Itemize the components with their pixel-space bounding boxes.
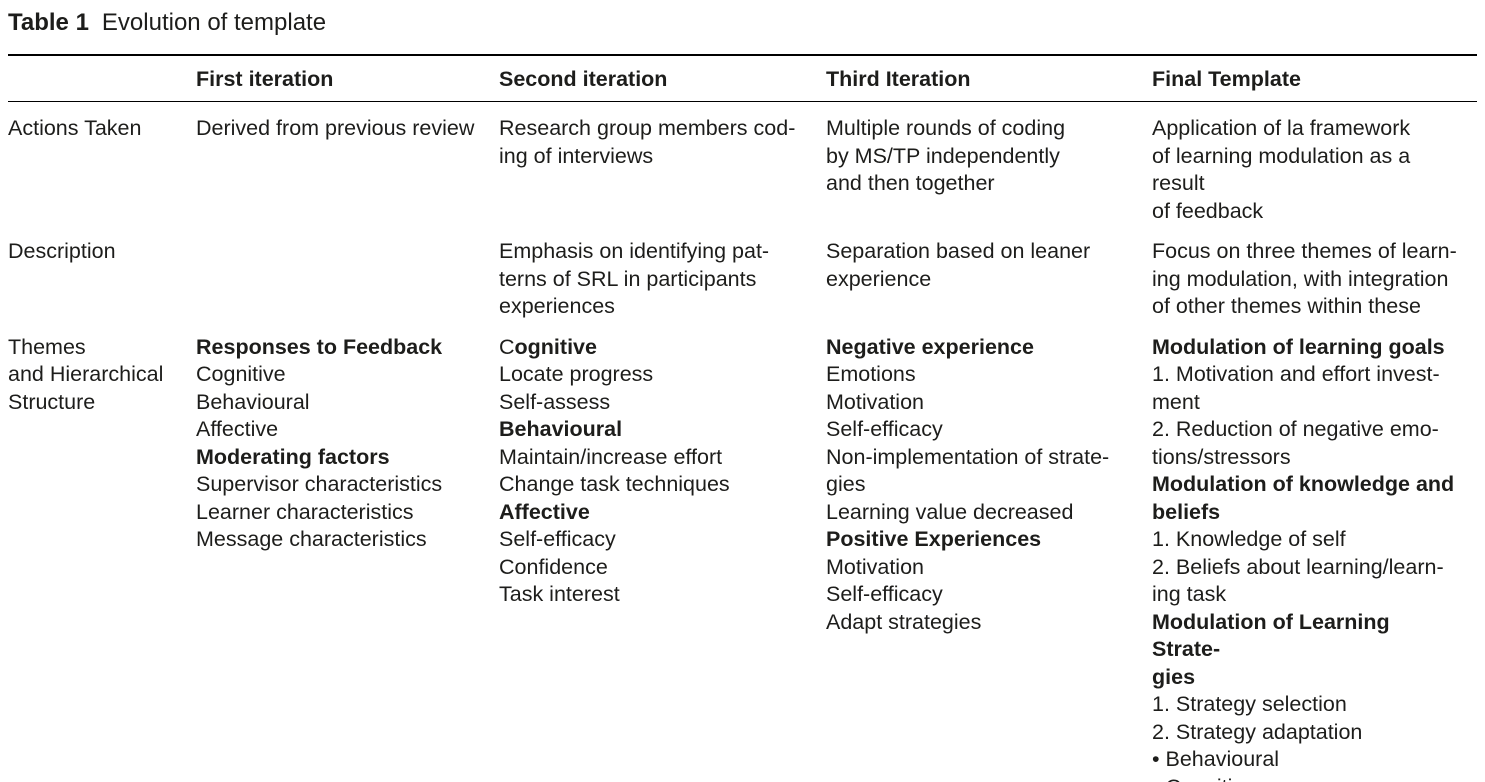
theme-item: Behavioural [499,417,623,441]
theme-item: Modulation of Learning Strate- gies [1152,609,1390,689]
theme-item: Task interest [499,582,620,606]
theme-item: Affective [196,417,279,441]
table-body: Actions Taken Derived from previous revie… [8,102,1477,782]
header-cell-empty [8,66,196,93]
theme-item: Non-implementation of strate- gies [826,444,1110,497]
table-row: Description Emphasis on identifying pat- … [8,238,1477,321]
theme-item: 2. Beliefs about learning/learn- ing tas… [1152,554,1444,607]
theme-item: Locate progress [499,362,654,386]
table-caption-label: Table 1 [8,9,89,36]
table-cell: Multiple rounds of coding by MS/TP indep… [826,116,1066,195]
evolution-of-template-table: First iteration Second iteration Third I… [8,54,1477,782]
theme-item: 2. Reduction of negative emo- tions/stre… [1152,417,1439,469]
theme-item: Cognitive [196,362,286,386]
row-label: Description [8,239,116,263]
theme-item: Adapt strategies [826,609,982,634]
theme-item: Maintain/increase effort [499,444,723,469]
header-cell-third-iteration: Third Iteration [826,67,971,91]
theme-item: Cognitive [499,334,597,359]
theme-item: Change task techniques [499,472,730,496]
header-cell-second-iteration: Second iteration [499,67,668,91]
table-cell: Emphasis on identifying pat- terns of SR… [499,239,770,318]
table-header-row: First iteration Second iteration Third I… [8,56,1477,102]
theme-item: Motivation [826,389,924,414]
theme-item: Moderating factors [196,444,390,469]
table-cell: Modulation of learning goals 1. Motivatio… [1152,334,1477,782]
table-cell [196,238,499,321]
theme-item: Behavioural [196,389,310,414]
table-cell: Derived from previous review [196,116,475,140]
theme-item: 2. Strategy adaptation [1152,719,1363,744]
theme-item: • Cognitive [1152,774,1461,782]
theme-item: Self-efficacy [499,527,616,551]
theme-item: Message characteristics [196,527,427,551]
theme-item: Modulation of learning goals [1152,334,1445,359]
row-label: Actions Taken [8,116,142,140]
table-cell: Research group members cod- ing of inter… [499,116,796,168]
row-label: Themes and Hierarchical Structure [8,334,164,414]
theme-item: Self-efficacy [826,582,943,606]
theme-item: Supervisor characteristics [196,472,443,496]
theme-item: Motivation [826,554,924,579]
theme-item: 1. Knowledge of self [1152,527,1346,551]
header-cell-final-template: Final Template [1152,67,1301,91]
theme-item: Self-assess [499,389,611,414]
table-caption: Table 1 Evolution of template [8,8,1477,38]
table-cell: Focus on three themes of learn- ing modu… [1152,239,1457,318]
theme-item: Self-efficacy [826,417,943,441]
theme-item: 1. Motivation and effort invest- ment [1152,362,1440,414]
theme-item: Positive Experiences [826,527,1042,551]
theme-item: Modulation of knowledge and beliefs [1152,472,1455,524]
theme-item: Negative experience [826,334,1034,359]
table-cell: Application of la framework of learning … [1152,116,1411,223]
theme-item: • Behavioural [1152,747,1280,771]
table-caption-text: Evolution of template [101,9,327,36]
theme-item: Emotions [826,362,916,386]
theme-item: Learning value decreased [826,499,1074,524]
theme-item: Responses to Feedback [196,334,443,359]
theme-item: Confidence [499,554,608,579]
theme-item: Affective [499,499,590,524]
table-row: Actions Taken Derived from previous revie… [8,115,1477,225]
theme-item: Learner characteristics [196,499,414,524]
header-cell-first-iteration: First iteration [196,67,334,91]
theme-item: 1. Strategy selection [1152,692,1347,716]
table-cell: Separation based on leaner experience [826,239,1091,291]
table-row: Themes and Hierarchical Structure Respons… [8,334,1477,782]
